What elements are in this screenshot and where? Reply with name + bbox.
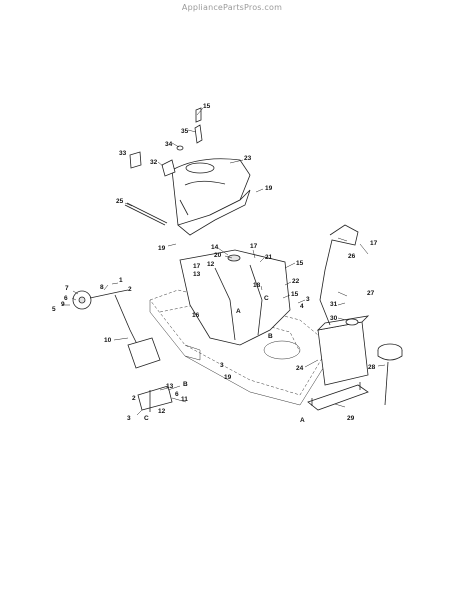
pedal-assembly (72, 289, 161, 369)
callout-11: 11 (181, 396, 188, 403)
callout-6: 6 (64, 295, 68, 302)
callout-7: 7 (65, 285, 69, 292)
callout-27: 27 (367, 290, 375, 297)
callout-35: 35 (181, 128, 189, 135)
callout-13-mid: 13 (193, 271, 201, 278)
callout-12-low: 12 (158, 408, 166, 415)
callout-13-low: 13 (166, 383, 174, 390)
callout-31: 31 (330, 301, 338, 308)
callout-19-mid: 19 (158, 245, 166, 252)
lower-linkage (137, 385, 173, 412)
ref-b-bottom: B (183, 381, 188, 388)
callout-30: 30 (330, 315, 338, 322)
callout-20: 20 (214, 252, 222, 259)
callout-15-mid: 15 (296, 260, 304, 267)
watermark: AppliancePartsPros.com (181, 3, 283, 12)
ref-b-mid: B (268, 333, 273, 340)
callout-28: 28 (368, 364, 376, 371)
callout-15-top: 15 (203, 103, 211, 110)
dash-panel (171, 158, 251, 236)
callout-6-low: 6 (175, 391, 179, 398)
callout-33: 33 (119, 150, 127, 157)
callout-2-top: 2 (128, 286, 132, 293)
fuel-cap (377, 343, 403, 406)
callout-19-low: 19 (224, 374, 232, 381)
steering-support (179, 249, 291, 346)
ref-a-mid: A (236, 308, 241, 315)
callout-17-mid: 17 (250, 243, 258, 250)
callout-2-low: 2 (132, 395, 136, 402)
callout-22: 22 (292, 278, 300, 285)
callout-23: 23 (244, 155, 252, 162)
callout-14: 14 (211, 244, 219, 251)
callout-5: 5 (52, 306, 56, 313)
callout-18: 18 (253, 282, 261, 289)
small-parts-top (129, 107, 203, 177)
callout-17-left: 17 (193, 263, 201, 270)
callout-10: 10 (104, 337, 112, 344)
ref-a-bottom: A (300, 417, 305, 424)
callout-19-top: 19 (265, 185, 273, 192)
callout-1: 1 (119, 277, 123, 284)
callout-17-right: 17 (370, 240, 378, 247)
callout-32: 32 (150, 159, 158, 166)
callout-16: 16 (192, 312, 200, 319)
leader-lines (62, 107, 386, 416)
callout-9: 9 (61, 301, 65, 308)
callout-25: 25 (116, 198, 124, 205)
fuel-tank-bracket (307, 382, 369, 411)
callout-34: 34 (165, 141, 173, 148)
callout-8: 8 (100, 284, 104, 291)
fuel-tank (316, 315, 370, 386)
callout-24: 24 (296, 365, 304, 372)
callouts: 15 35 34 33 32 23 19 25 19 14 20 17 21 1… (52, 103, 378, 424)
callout-15-low: 15 (291, 291, 299, 298)
callout-29: 29 (347, 415, 355, 422)
ref-c-mid: C (264, 295, 269, 302)
callout-21: 21 (265, 254, 273, 261)
callout-4: 4 (300, 303, 304, 310)
callout-26: 26 (348, 253, 356, 260)
ref-c-bottom: C (144, 415, 149, 422)
rod (124, 202, 168, 226)
callout-3-low: 3 (220, 362, 224, 369)
callout-3-bottom: 3 (127, 415, 131, 422)
callout-12-mid: 12 (207, 261, 215, 268)
callout-3-right: 3 (306, 296, 310, 303)
fuel-line (319, 224, 359, 326)
